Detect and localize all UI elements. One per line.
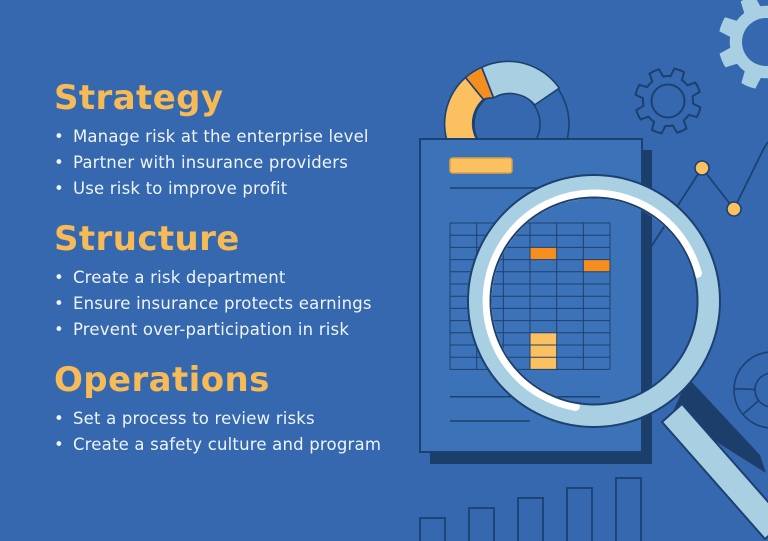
magnifier-ring: [468, 175, 720, 427]
section-structure: Structure • Create a risk department • E…: [54, 219, 424, 343]
document-title-bar: [449, 157, 513, 174]
document-grid: [449, 222, 611, 370]
bullet-text: Use risk to improve profit: [72, 179, 288, 198]
magnifier-lens: [489, 196, 699, 406]
bullet-item: • Prevent over-participation in risk: [54, 317, 424, 343]
bullet-dot: •: [54, 268, 64, 287]
bullet-text: Partner with insurance providers: [72, 153, 349, 172]
bullet-item: • Use risk to improve profit: [54, 176, 424, 202]
gear-solid-icon: [703, 0, 768, 105]
magnifier-outer-rim: [467, 174, 721, 428]
bullet-dot: •: [54, 127, 64, 146]
bullet-dot: •: [54, 320, 64, 339]
bullet-dot: •: [54, 435, 64, 454]
section-strategy: Strategy • Manage risk at the enterprise…: [54, 78, 424, 202]
section-heading: Strategy: [54, 78, 224, 118]
bullet-text: Manage risk at the enterprise level: [72, 127, 369, 146]
bullet-text: Ensure insurance protects earnings: [72, 294, 372, 313]
magnifier-handle: [661, 403, 768, 540]
bullet-dot: •: [54, 294, 64, 313]
bullet-item: • Manage risk at the enterprise level: [54, 124, 424, 150]
section-heading: Operations: [54, 360, 270, 400]
bullet-item: • Create a safety culture and program: [54, 432, 424, 458]
bullet-item: • Ensure insurance protects earnings: [54, 291, 424, 317]
bullet-item: • Set a process to review risks: [54, 406, 424, 432]
bullet-item: • Partner with insurance providers: [54, 150, 424, 176]
text-column: Strategy • Manage risk at the enterprise…: [54, 78, 424, 475]
bullet-dot: •: [54, 409, 64, 428]
pie-outline-icon: [733, 351, 768, 429]
grid-highlight-cell: [530, 332, 557, 370]
section-heading: Structure: [54, 219, 240, 259]
bullet-dot: •: [54, 179, 64, 198]
section-operations: Operations • Set a process to review ris…: [54, 360, 424, 458]
bullet-text: Create a safety culture and program: [72, 435, 382, 454]
bullet-text: Create a risk department: [72, 268, 286, 287]
bar-chart-icon: [419, 477, 642, 541]
line-chart-icon: [639, 141, 768, 265]
bullet-item: • Create a risk department: [54, 265, 424, 291]
bullet-text: Set a process to review risks: [72, 409, 315, 428]
magnifier-icon: [467, 174, 768, 540]
bullet-text: Prevent over-participation in risk: [72, 320, 350, 339]
gear-outline-icon: [624, 57, 712, 145]
grid-highlight-cell: [583, 259, 610, 272]
magnifier-highlight: [482, 189, 702, 411]
bullet-dot: •: [54, 153, 64, 172]
grid-highlight-cell: [530, 247, 557, 260]
magnifier-handle-shadow: [672, 378, 766, 473]
